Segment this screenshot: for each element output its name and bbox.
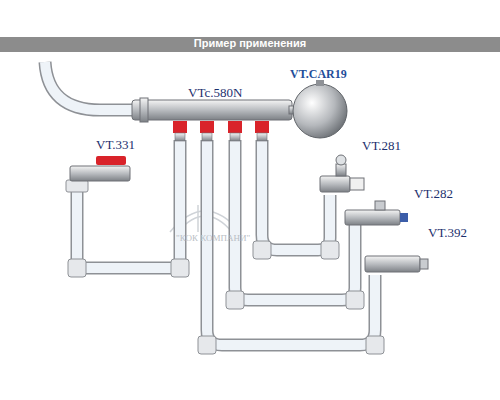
elbow-fitting — [346, 291, 364, 309]
pipe — [262, 140, 330, 250]
tank-valve — [316, 80, 324, 86]
title-banner — [0, 37, 500, 52]
elbow-fitting — [253, 241, 271, 259]
elbow-fitting — [226, 291, 244, 309]
valve-cap — [375, 201, 385, 210]
ball-valve-body — [70, 166, 130, 181]
part-number: VT.331 — [96, 138, 135, 151]
expansion-tank — [293, 84, 347, 138]
pipe — [77, 140, 180, 268]
inlet-pipe — [45, 62, 140, 110]
banner-title: Пример применения — [0, 38, 500, 49]
pipe-outline — [45, 62, 375, 345]
valve-handle — [96, 156, 126, 165]
air-vent — [336, 164, 346, 176]
manifold-body — [132, 100, 292, 120]
valve-nut — [230, 133, 240, 141]
plug — [350, 178, 364, 190]
red-valve — [255, 121, 269, 133]
red-valve — [200, 121, 214, 133]
part-number: VT.392 — [428, 226, 467, 239]
red-valve — [173, 121, 187, 133]
pipe — [235, 140, 355, 300]
elbow-fitting — [68, 259, 86, 277]
manifold-valves — [173, 121, 269, 141]
part-number: VT.282 — [414, 187, 453, 200]
part-number: VTc.580N — [188, 86, 242, 99]
elbow-fitting — [198, 336, 216, 354]
pipe — [77, 140, 180, 268]
part-number: VT.CAR19 — [290, 68, 347, 80]
manifold-nut — [140, 98, 148, 122]
pipe-inner — [45, 62, 375, 345]
pipe — [262, 140, 330, 250]
tee-fitting — [320, 176, 350, 192]
elbow-fittings — [66, 180, 384, 354]
pipe-fitting — [66, 180, 88, 192]
elbow-fitting — [366, 336, 384, 354]
valve-nut — [202, 133, 212, 141]
drain-valve — [345, 210, 400, 225]
check-valve — [365, 256, 420, 272]
red-valve — [228, 121, 242, 133]
part-number: VT.281 — [362, 139, 401, 152]
vent-cap — [336, 155, 346, 165]
valve-end — [420, 259, 428, 269]
valve-nut — [175, 133, 185, 141]
pipe — [235, 140, 355, 300]
valve-nut — [257, 133, 267, 141]
elbow-fitting — [321, 241, 339, 259]
inlet-pipe — [45, 62, 140, 110]
blue-cap — [400, 213, 408, 222]
elbow-fitting — [171, 259, 189, 277]
watermark: "КОК КОМПАНИ" — [176, 234, 250, 243]
